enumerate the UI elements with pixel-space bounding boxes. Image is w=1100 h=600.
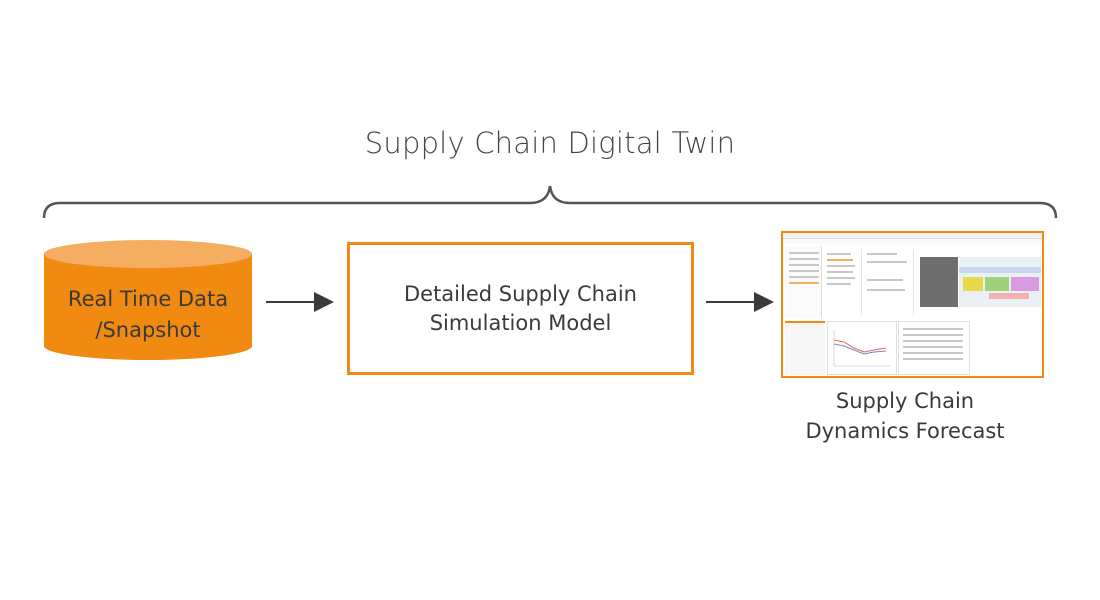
screenshot-titlebar (783, 233, 1042, 239)
simulation-model-label: Detailed Supply Chain Simulation Model (404, 280, 637, 338)
screenshot-menubar (783, 239, 1042, 244)
data-node-label: Real Time Data /Snapshot (44, 284, 252, 346)
forecast-node-label: Supply Chain Dynamics Forecast (780, 386, 1030, 446)
data-node-line-2: /Snapshot (95, 318, 201, 342)
screenshot-gantt-view (959, 257, 1041, 307)
screenshot-data-table (898, 321, 970, 375)
grouping-brace (42, 185, 1058, 219)
forecast-app-screenshot (781, 231, 1044, 378)
cylinder-real-time-data (44, 240, 252, 360)
screenshot-preview-pane (920, 257, 958, 307)
diagram-title: Supply Chain Digital Twin (364, 126, 736, 160)
model-node-line-1: Detailed Supply Chain (403, 281, 637, 306)
screenshot-parameters-panel (863, 249, 914, 315)
screenshot-line-chart (827, 321, 897, 375)
data-node-line-1: Real Time Data (67, 287, 229, 311)
forecast-node-line-1: Supply Chain (835, 389, 975, 413)
forecast-node-line-2: Dynamics Forecast (805, 419, 1005, 443)
model-node-line-2: Simulation Model (429, 310, 612, 335)
screenshot-bottom-nav (785, 321, 825, 375)
simulation-model-box: Detailed Supply Chain Simulation Model (347, 242, 694, 375)
screenshot-tree-panel (785, 246, 822, 318)
screenshot-options-list (823, 249, 862, 315)
